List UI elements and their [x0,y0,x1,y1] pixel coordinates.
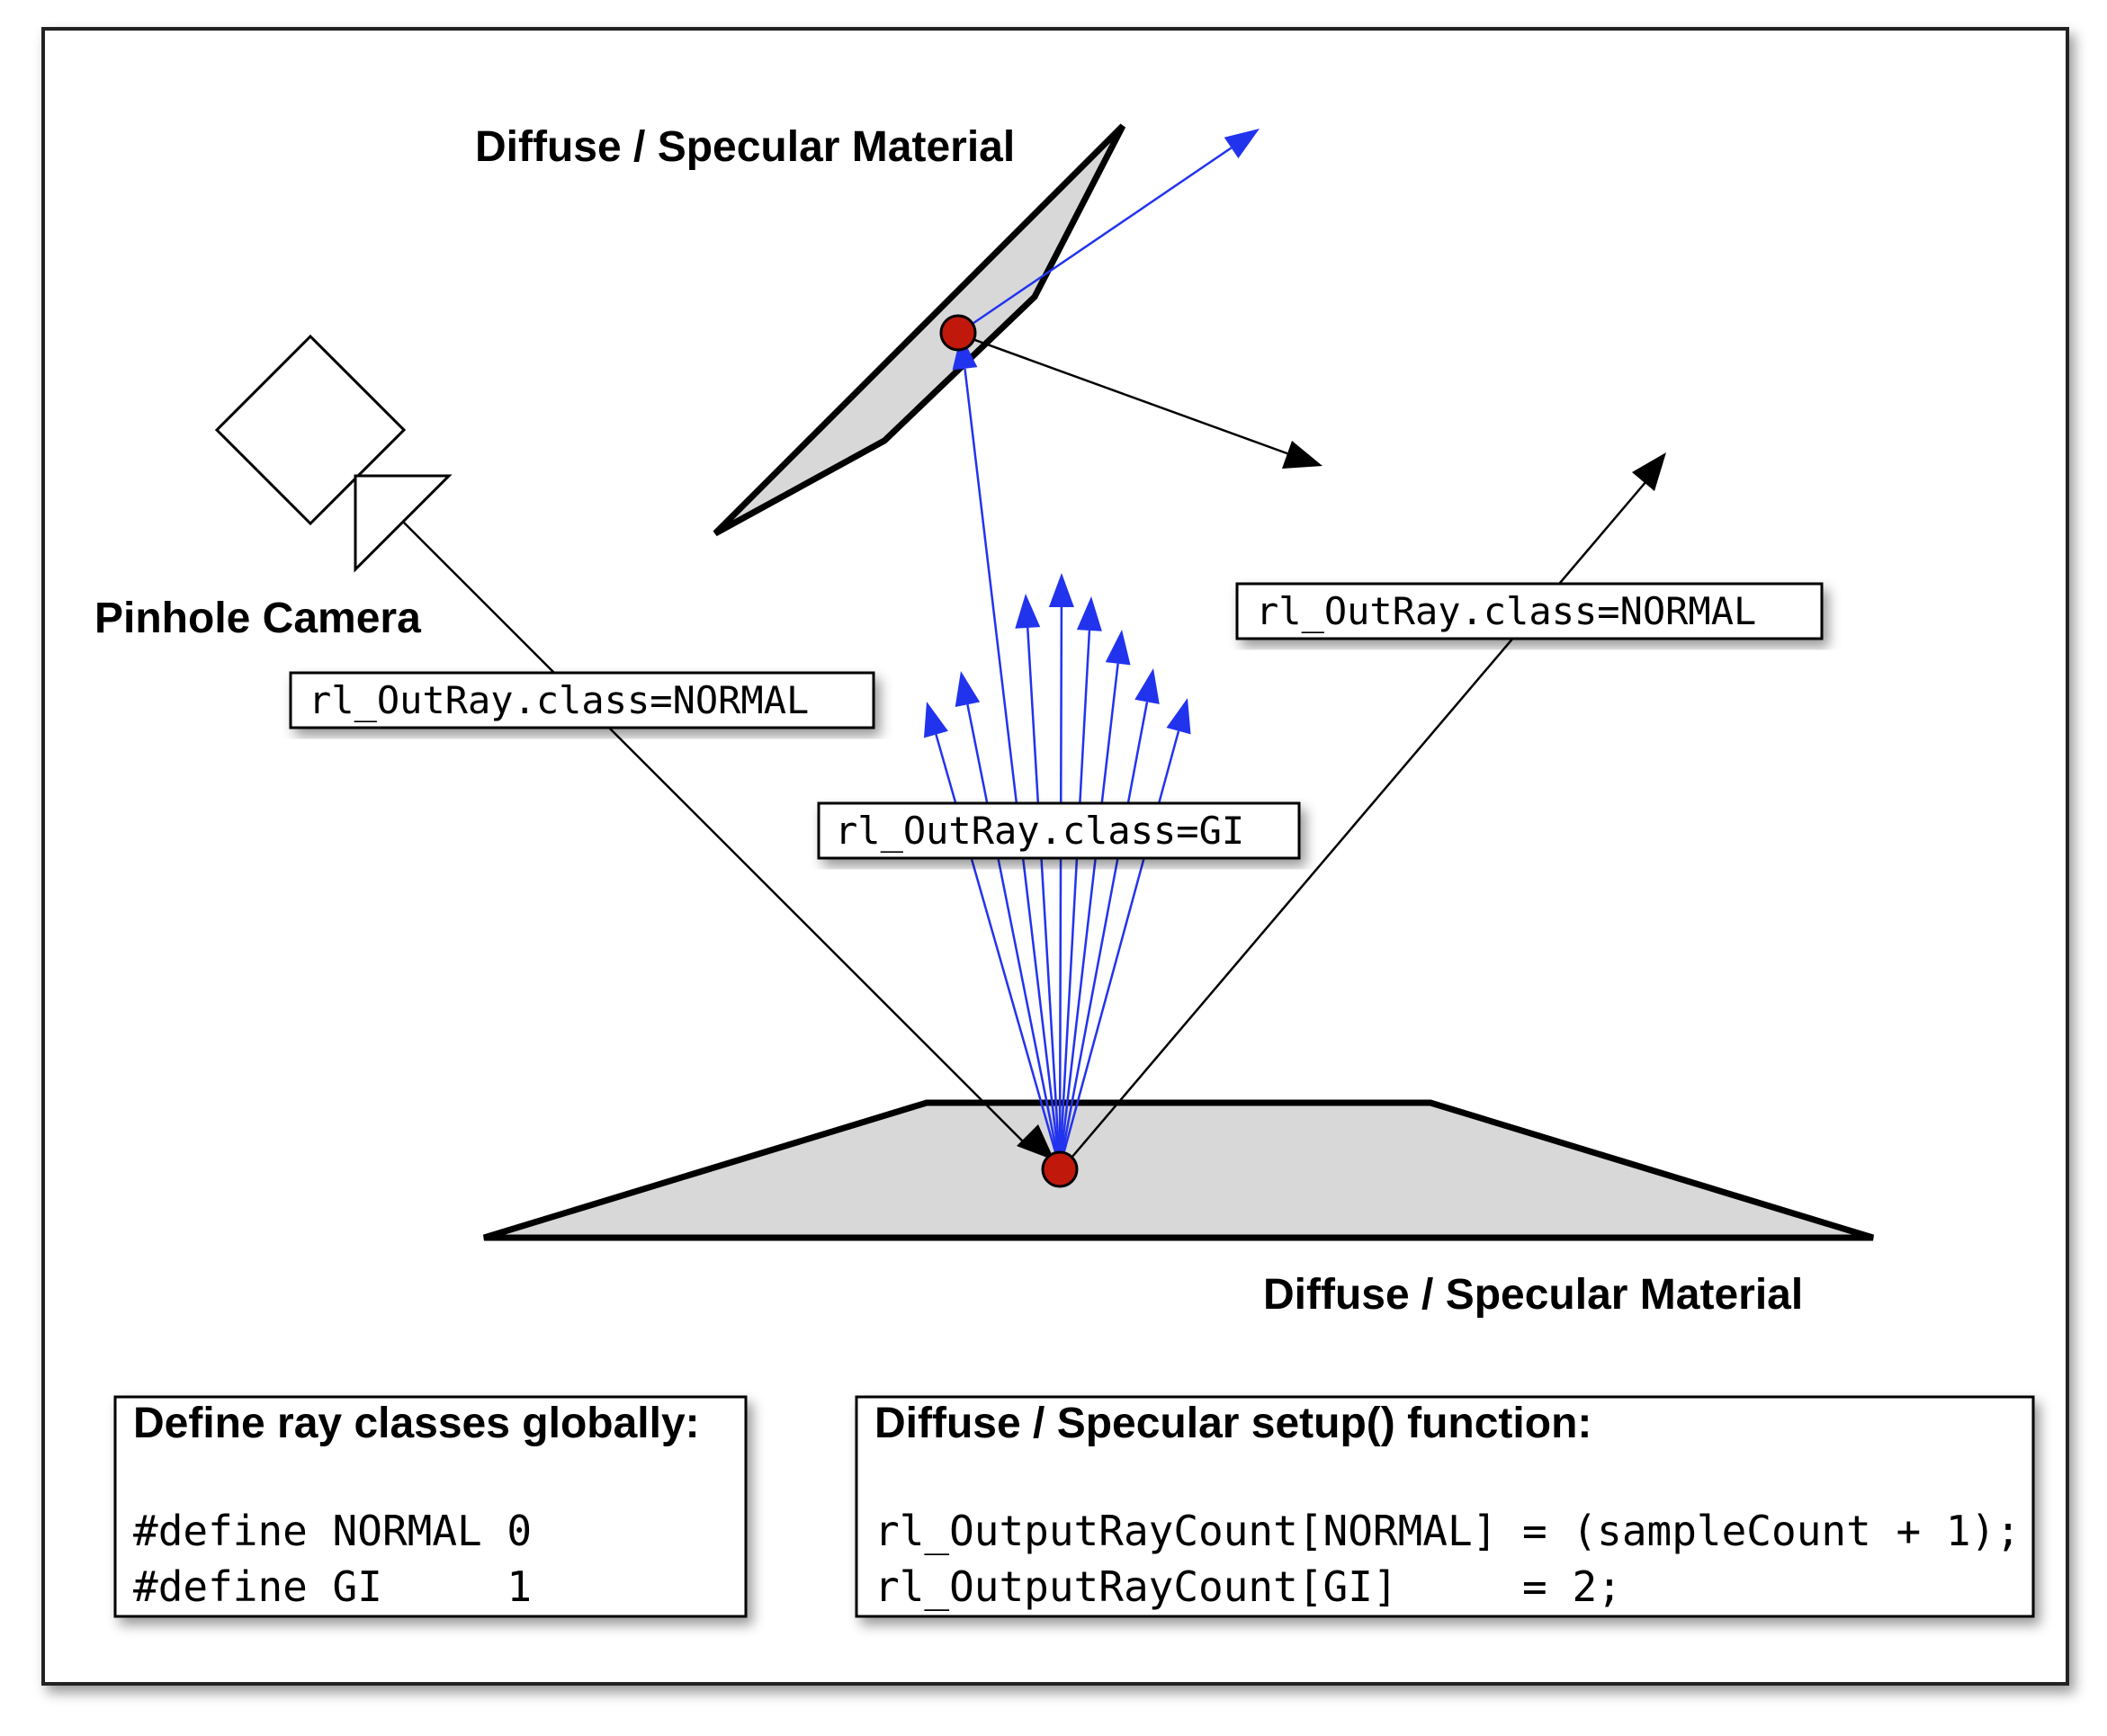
gi-ray-3 [1027,627,1062,1168]
gi-ray-5-arrowhead [1076,596,1102,631]
setup-function-title: Diffuse / Specular setup() function: [874,1400,1591,1447]
gi-ray-4-arrowhead [1048,573,1074,608]
bottom-hit-point [1041,1150,1079,1188]
gi-ray-8-arrowhead [1166,698,1191,735]
gi-rays [923,129,1260,1168]
gi-ray-label: rl_OutRay.class=GI [835,809,1244,853]
bottom-material-label: Diffuse / Specular Material [1263,1271,1803,1319]
camera-lens [354,474,453,573]
setup-gi-line: rl_OutputRayCount[GI] = 2; [874,1562,1622,1611]
gi-bounce-ray-arrowhead [1224,129,1260,158]
top-material-label: Diffuse / Specular Material [475,123,1015,171]
gi-ray-4 [1058,606,1063,1168]
camera-ray-label-box: rl_OutRay.class=NORMAL [289,671,875,729]
gi-ray-6 [1058,663,1119,1168]
define-normal-line: #define NORMAL 0 [133,1507,532,1555]
reflected-ray-top [962,334,1293,457]
camera-ray-label: rl_OutRay.class=NORMAL [309,678,809,722]
gi-ray-7-arrowhead [1134,668,1160,704]
gi-ray-2-arrowhead [955,671,981,708]
define-classes-frame [113,1395,748,1618]
reflected-ray-top-arrowhead [1282,441,1322,469]
setup-normal-line: rl_OutputRayCount[NORMAL] = (sampleCount… [874,1507,2021,1555]
gi-ray-6-arrowhead [1105,630,1131,666]
camera-ray-label-frame [289,671,875,729]
gi-ray-label-box: rl_OutRay.class=GI [817,801,1301,860]
gi-ray-5 [1058,630,1091,1168]
reflect-ray-label-box: rl_OutRay.class=NORMAL [1235,582,1824,640]
gi-bounce-ray [964,147,1233,331]
define-classes-box: Define ray classes globally: #define NOR… [113,1395,748,1618]
top-hit-point [939,314,977,352]
define-gi-line: #define GI 1 [133,1562,532,1611]
reflect-ray-label: rl_OutRay.class=NORMAL [1256,589,1756,633]
gi-ray-1-arrowhead [923,702,948,738]
reflect-ray-label-frame [1235,582,1824,640]
gi-ray-to-top-surface-arrowhead [952,335,978,371]
gi-ray-label-frame [817,801,1301,860]
setup-function-box: Diffuse / Specular setup() function: rl_… [855,1395,2035,1618]
setup-function-frame [855,1395,2035,1618]
gi-ray-2 [966,704,1062,1168]
bottom-material-surface [482,1099,1875,1241]
gi-ray-3-arrowhead [1015,594,1041,629]
gi-ray-to-top-surface [964,368,1062,1168]
gi-ray-7 [1058,702,1149,1168]
pinhole-camera-icon [214,334,453,573]
define-classes-title: Define ray classes globally: [133,1400,700,1447]
top-material-surface [713,123,1126,537]
camera-label: Pinhole Camera [94,595,421,642]
camera-ray-arrowhead [1017,1124,1054,1160]
reflected-ray-bottom-arrowhead [1632,452,1666,491]
camera-ray [402,521,1027,1145]
